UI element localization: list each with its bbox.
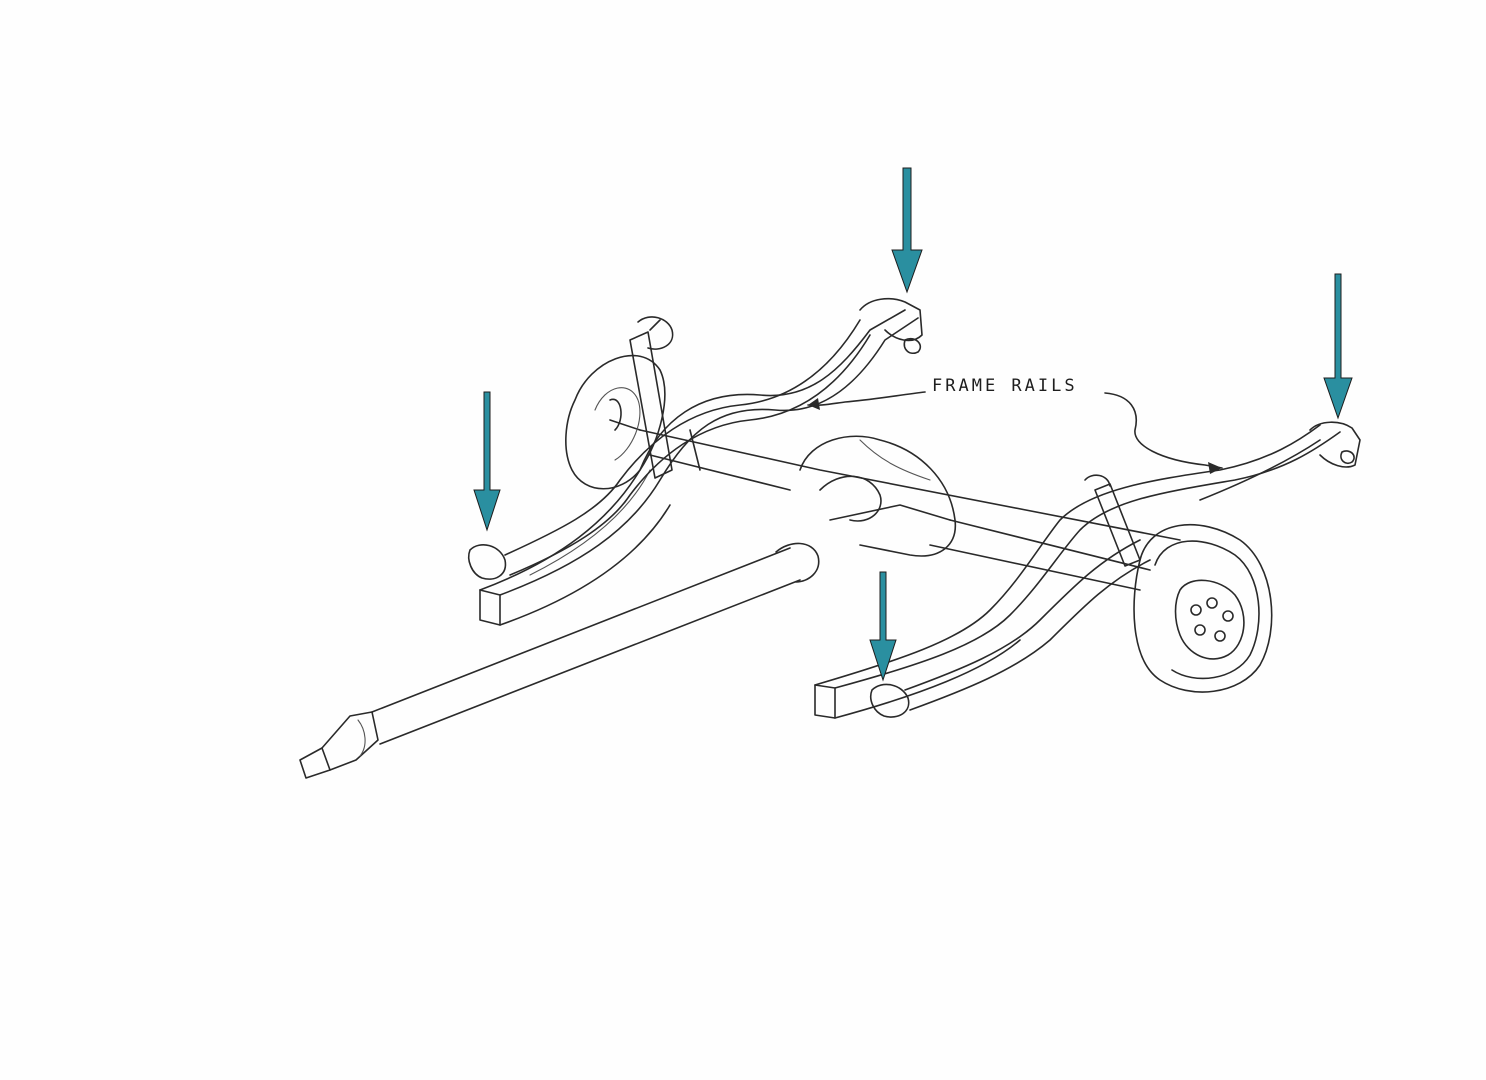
right-frame-rail [814, 424, 1341, 719]
differential [799, 435, 957, 557]
left-leaf-spring [467, 297, 923, 580]
frame-rails-leader [807, 391, 1223, 474]
left-brake-drum [565, 354, 666, 490]
arrow-left-front-mount-icon [891, 167, 923, 294]
left-frame-rail [479, 309, 919, 626]
arrow-left-rear-mount-icon [473, 391, 501, 532]
right-shock [1084, 474, 1141, 567]
left-shock [629, 316, 674, 479]
frame-rails-label: FRAME RAILS [932, 376, 1078, 396]
arrow-right-rear-mount-icon [869, 571, 897, 682]
right-leaf-spring [869, 421, 1361, 718]
right-brake-drum [1133, 523, 1273, 693]
arrow-right-front-mount-icon [1323, 273, 1353, 420]
drive-shaft [299, 542, 820, 779]
